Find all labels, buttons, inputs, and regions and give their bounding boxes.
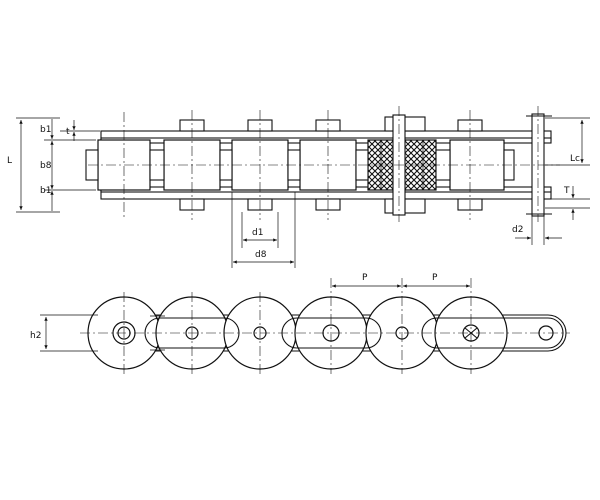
plate-segments xyxy=(144,317,564,349)
dim-label-h2: h2 xyxy=(30,331,41,341)
pin-centerlines xyxy=(123,106,539,222)
dim-label-T: T xyxy=(563,186,570,196)
dim-label-L: L xyxy=(7,156,12,166)
dim-label-P1: P xyxy=(362,273,368,283)
dim-label-d2: d2 xyxy=(512,225,523,235)
dim-label-b8: b8 xyxy=(40,161,52,171)
dim-label-Lc: Lc xyxy=(570,154,580,164)
dim-label-t: t xyxy=(66,127,70,137)
dim-label-d1: d1 xyxy=(252,228,263,238)
side-view: P P h2 xyxy=(30,273,570,374)
side-vertical-centerlines xyxy=(123,278,472,374)
dim-label-b1-bottom: b1 xyxy=(40,186,51,196)
pin-heads-top xyxy=(179,116,483,132)
dim-label-d8: d8 xyxy=(255,250,267,260)
roller-6 xyxy=(449,139,505,191)
dim-label-b1-top: b1 xyxy=(40,125,51,135)
pin-heads-bottom xyxy=(179,198,483,214)
dim-label-P2: P xyxy=(432,273,438,283)
top-view: L b1 b8 b1 t Lc T d2 d xyxy=(7,106,590,268)
